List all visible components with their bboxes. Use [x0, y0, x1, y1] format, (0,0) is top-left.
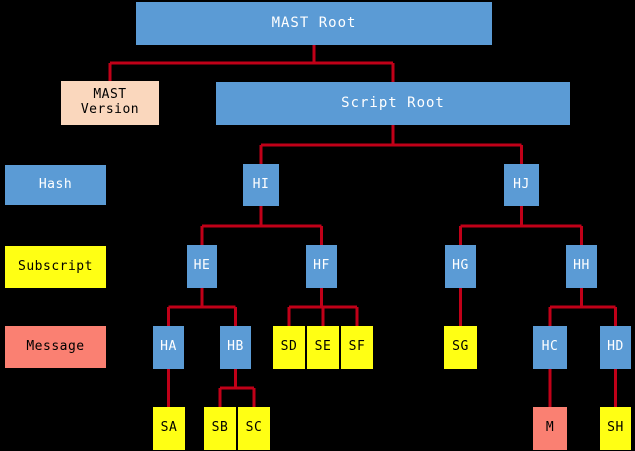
node-label: HA — [160, 339, 177, 355]
node-label: MAST Root — [271, 15, 357, 32]
legend-label: Hash — [38, 176, 73, 192]
node-label: SC — [245, 420, 263, 436]
node-m[interactable]: M — [533, 407, 567, 450]
legend-label: Message — [26, 338, 85, 354]
legend-message: Message — [5, 326, 106, 368]
node-label: MAST Version — [80, 87, 140, 117]
node-sc[interactable]: SC — [238, 407, 270, 450]
node-label: HH — [573, 258, 590, 274]
node-he[interactable]: HE — [187, 245, 217, 288]
legend-hash: Hash — [5, 165, 106, 205]
node-label: HE — [193, 258, 211, 274]
node-label: SA — [160, 420, 178, 436]
node-sa[interactable]: SA — [153, 407, 185, 450]
node-label: SG — [452, 339, 469, 355]
node-label: HI — [252, 176, 270, 192]
node-label: HJ — [513, 176, 530, 192]
node-sh[interactable]: SH — [600, 407, 631, 450]
node-hf[interactable]: HF — [306, 245, 337, 288]
node-sf[interactable]: SF — [341, 326, 373, 369]
node-sd[interactable]: SD — [273, 326, 305, 369]
node-sg[interactable]: SG — [444, 326, 477, 369]
node-label: SF — [348, 339, 366, 355]
node-mast-version[interactable]: MAST Version — [61, 81, 159, 125]
node-ha[interactable]: HA — [153, 326, 184, 369]
node-label: HB — [227, 339, 244, 355]
node-label: Script Root — [341, 95, 445, 112]
node-hj[interactable]: HJ — [504, 164, 539, 206]
node-se[interactable]: SE — [307, 326, 339, 369]
node-hc[interactable]: HC — [533, 326, 567, 369]
node-hh[interactable]: HH — [566, 245, 597, 288]
legend-subscript: Subscript — [5, 246, 106, 288]
node-label: SD — [280, 339, 298, 355]
node-label: HC — [541, 339, 559, 355]
legend-label: Subscript — [18, 258, 93, 274]
node-sb[interactable]: SB — [204, 407, 236, 450]
node-label: SB — [211, 420, 229, 436]
node-hb[interactable]: HB — [220, 326, 251, 369]
node-label: HD — [607, 339, 624, 355]
node-script-root[interactable]: Script Root — [216, 82, 570, 125]
node-mast-root[interactable]: MAST Root — [136, 2, 492, 45]
node-label: HF — [313, 258, 330, 274]
node-hi[interactable]: HI — [243, 164, 279, 206]
node-hg[interactable]: HG — [445, 245, 476, 288]
node-label: SH — [607, 420, 624, 436]
node-label: HG — [452, 258, 469, 274]
node-hd[interactable]: HD — [600, 326, 631, 369]
node-label: M — [545, 420, 555, 436]
node-label: SE — [314, 339, 332, 355]
